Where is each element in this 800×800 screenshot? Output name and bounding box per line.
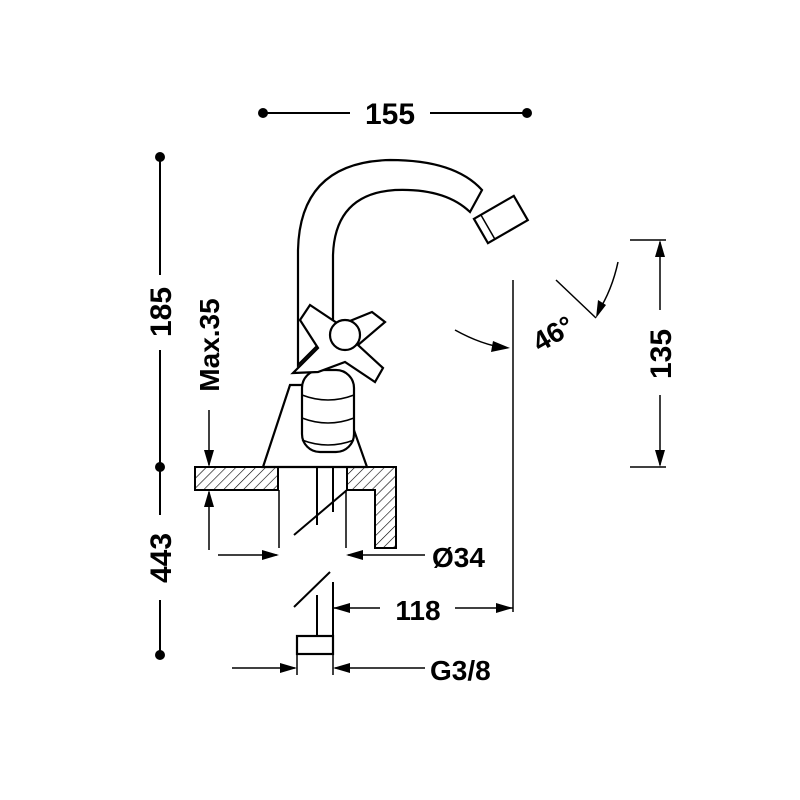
dimension-width-155: 155 xyxy=(258,98,532,131)
cross-handle[interactable] xyxy=(290,303,387,384)
dimension-spout-height: 135 xyxy=(630,239,678,468)
faucet xyxy=(261,158,530,469)
dimension-label-width: 155 xyxy=(365,98,415,131)
spout xyxy=(296,158,484,368)
dimension-max-thickness: Max.35 xyxy=(194,298,225,550)
dimension-label-spout-height: 135 xyxy=(645,329,678,379)
dimension-hole-diameter: Ø34 xyxy=(218,542,485,573)
dimension-label-angle: 46° xyxy=(527,310,579,358)
g38-connector xyxy=(295,634,335,656)
countertop-section xyxy=(194,466,397,549)
dimension-label-connection: G3/8 xyxy=(430,655,491,686)
dimension-connection: G3/8 xyxy=(232,655,491,686)
dimension-height-left: 185 443 xyxy=(145,152,178,660)
dimension-label-reach: 118 xyxy=(395,595,440,626)
dimension-label-max-thickness: Max.35 xyxy=(194,298,225,391)
dimension-label-height-lower: 443 xyxy=(145,533,178,583)
valve-stem xyxy=(300,368,356,454)
supply-pipe xyxy=(278,467,348,656)
dimension-angle-46: 46° xyxy=(454,261,619,358)
dimension-label-diameter: Ø34 xyxy=(432,542,485,573)
dimension-label-height-upper: 185 xyxy=(145,287,178,337)
aerator xyxy=(472,194,530,245)
dimension-reach-118: 118 xyxy=(333,280,514,626)
